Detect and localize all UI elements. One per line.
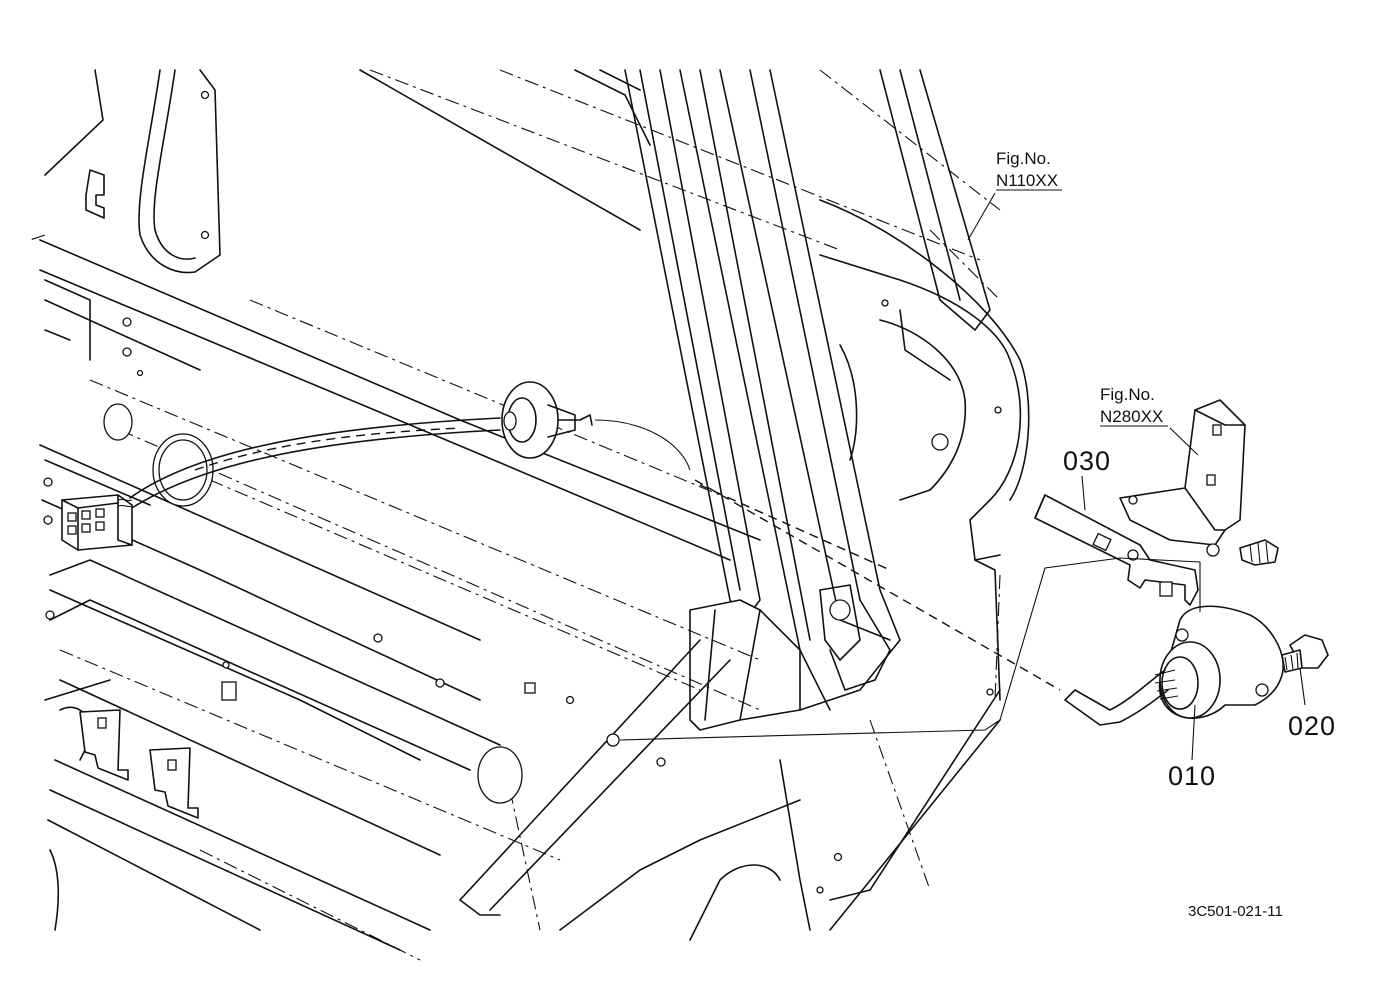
leader-lines xyxy=(619,192,1306,761)
bolt-upper xyxy=(1239,539,1279,566)
figure-ref-label: Fig.No. xyxy=(1100,385,1155,404)
cab-frame xyxy=(29,69,1030,961)
figure-ref-number: N280XX xyxy=(1100,407,1163,426)
figure-ref-n110xx[interactable]: Fig.No. N110XX xyxy=(996,149,1062,191)
bracket-030 xyxy=(1034,494,1199,606)
grommet xyxy=(501,381,576,459)
part-number-030[interactable]: 030 xyxy=(1063,446,1111,476)
drawing-number: 3C501-021-11 xyxy=(1188,903,1283,920)
screw-020 xyxy=(1281,634,1329,673)
part-number-010[interactable]: 010 xyxy=(1168,761,1216,791)
figure-ref-n280xx[interactable]: Fig.No. N280XX xyxy=(1100,385,1168,427)
part-number-020[interactable]: 020 xyxy=(1288,711,1336,741)
harness-connector xyxy=(61,494,133,551)
figure-ref-label: Fig.No. xyxy=(996,149,1051,168)
figure-ref-number: N110XX xyxy=(996,171,1058,190)
socket-010 xyxy=(1064,605,1284,726)
wiring-harness xyxy=(129,414,1061,691)
bracket-n280xx xyxy=(1119,399,1246,557)
